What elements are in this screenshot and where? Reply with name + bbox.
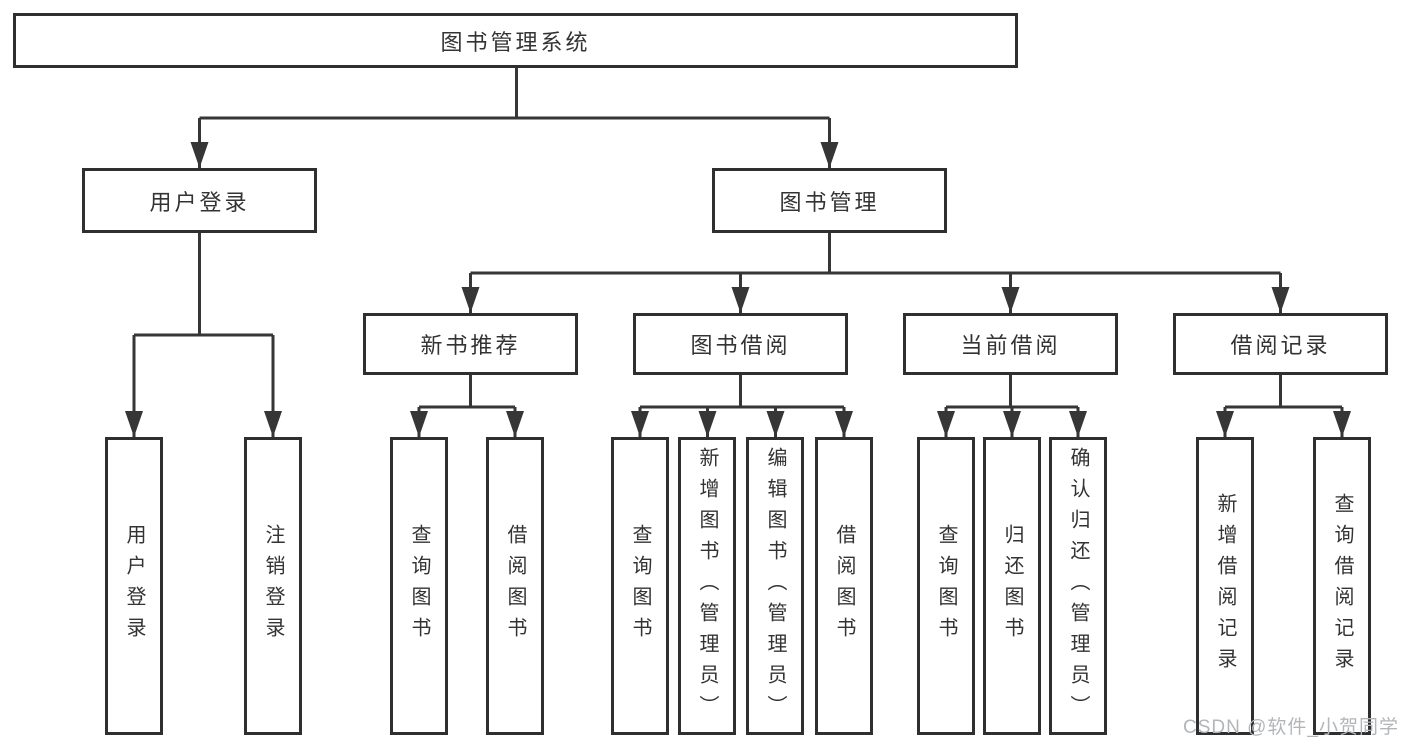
leaf-confirm-return-admin: 确认归还（管理员） [1049,437,1107,735]
leaf-query-books-recommend: 查询图书 [390,437,448,735]
leaf-add-borrow-record: 新增借阅记录 [1196,437,1254,735]
connector-shafts [132,68,1344,437]
node-book-management: 图书管理 [712,168,947,233]
leaf-user-login: 用户登录 [105,437,163,735]
node-new-book-recommendation: 新书推荐 [363,313,578,375]
node-borrowing-records: 借阅记录 [1173,313,1388,375]
leaf-logout: 注销登录 [244,437,302,735]
leaf-query-books-borrowing: 查询图书 [611,437,669,735]
node-library-management-system: 图书管理系统 [13,13,1018,68]
node-current-borrowing: 当前借阅 [903,313,1118,375]
leaf-add-books-admin: 新增图书（管理员） [678,437,736,735]
leaf-return-books: 归还图书 [983,437,1041,735]
leaf-edit-books-admin: 编辑图书（管理员） [746,437,804,735]
node-user-login: 用户登录 [82,168,317,233]
arrowheads [125,142,1351,437]
node-book-borrowing: 图书借阅 [633,313,848,375]
leaf-query-borrow-record: 查询借阅记录 [1313,437,1371,735]
leaf-borrow-books-borrowing: 借阅图书 [815,437,873,735]
leaf-borrow-books-recommend: 借阅图书 [486,437,544,735]
csdn-watermark: CSDN @软件_小贺同学 [1183,717,1399,738]
leaf-query-books-current: 查询图书 [917,437,975,735]
